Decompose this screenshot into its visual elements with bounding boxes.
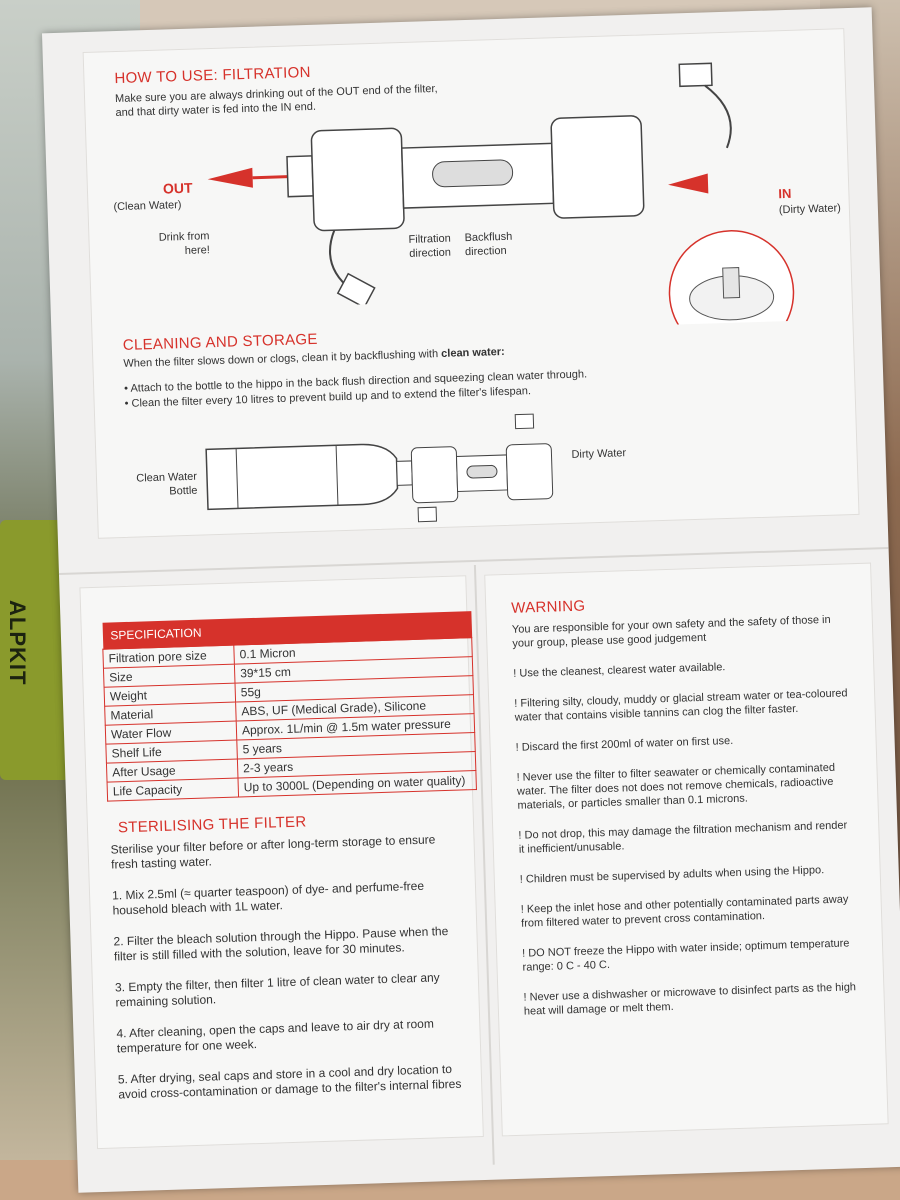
filtration-title: HOW TO USE: FILTRATION	[114, 63, 311, 88]
sterilising-step: 4. After cleaning, open the caps and lea…	[116, 1016, 435, 1056]
sterilising-step: 1. Mix 2.5ml (≈ quarter teaspoon) of dye…	[111, 878, 425, 918]
sterilising-step: 3. Empty the filter, then filter 1 litre…	[114, 970, 440, 1010]
out-sub: (Clean Water)	[113, 199, 182, 214]
warning-item: ! Do not drop, this may damage the filtr…	[518, 819, 848, 856]
warning-intro: You are responsible for your own safety …	[511, 613, 831, 650]
warning-item: ! Never use the filter to filter seawate…	[516, 761, 836, 812]
warning-item: ! Children must be supervised by adults …	[519, 864, 825, 886]
clean-water-bottle-label: Clean Water Bottle	[136, 470, 198, 498]
in-label: IN	[778, 185, 792, 202]
warning-item: ! Never use a dishwasher or microwave to…	[523, 981, 857, 1018]
warning-item: ! Use the cleanest, clearest water avail…	[513, 661, 726, 680]
out-label: OUT	[162, 179, 193, 197]
instruction-sheet: HOW TO USE: FILTRATION Make sure you are…	[41, 7, 900, 1193]
in-arrow-icon	[668, 173, 709, 194]
filter-diagram	[207, 115, 645, 309]
warning-item: ! Filtering silty, cloudy, muddy or glac…	[514, 687, 848, 724]
sterilising-intro: Sterilise your filter before or after lo…	[110, 832, 436, 872]
backflush-diagram	[205, 413, 554, 523]
cleaning-intro-bold: clean water:	[441, 345, 505, 360]
warning-body: You are responsible for your own safety …	[512, 612, 860, 1034]
bottle-brand: ALPKIT	[5, 600, 30, 686]
warning-item: ! DO NOT freeze the Hippo with water ins…	[521, 937, 850, 974]
sterilising-body: Sterilise your filter before or after lo…	[110, 832, 468, 1119]
in-sub: (Dirty Water)	[778, 202, 841, 217]
cleaning-title: CLEANING AND STORAGE	[122, 330, 318, 354]
bottom-right-panel: WARNING You are responsible for your own…	[484, 562, 889, 1137]
sterilising-title: STERILISING THE FILTER	[117, 813, 307, 837]
filtration-direction: Filtration direction	[408, 232, 452, 260]
backflush-direction: Backflush direction	[464, 230, 513, 259]
sterilising-step: 2. Filter the bleach solution through th…	[113, 924, 449, 964]
dirty-water-label: Dirty Water	[571, 447, 627, 461]
out-arrow-icon	[207, 167, 253, 188]
sterilising-step: 5. After drying, seal caps and store in …	[117, 1061, 462, 1102]
top-panel: HOW TO USE: FILTRATION Make sure you are…	[82, 28, 860, 539]
warning-title: WARNING	[511, 597, 586, 617]
spec-key: Life Capacity	[107, 778, 239, 802]
warning-item: ! Discard the first 200ml of water on fi…	[515, 734, 734, 754]
warning-item: ! Keep the inlet hose and other potentia…	[520, 893, 849, 930]
